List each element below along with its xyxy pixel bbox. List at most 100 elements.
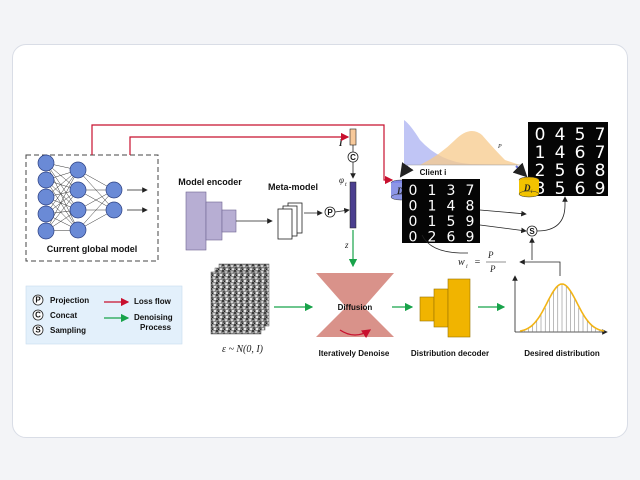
digit-glyph: 1	[535, 143, 546, 163]
legend-loss-flow: Loss flow	[134, 297, 172, 306]
svg-text:P: P	[489, 264, 496, 274]
digit-glyph: 4	[447, 199, 456, 215]
digit-glyph: 9	[466, 230, 475, 246]
digit-glyph: 5	[575, 125, 586, 145]
client-label: Client i	[420, 168, 447, 177]
desired-dataset-icon: D	[523, 183, 531, 193]
denoising-flow	[274, 230, 506, 312]
svg-text:P: P	[487, 250, 494, 260]
input-token	[349, 128, 357, 146]
diagram-card	[12, 44, 628, 438]
nn-node	[69, 201, 87, 219]
legend-symbol	[32, 309, 44, 321]
digit-glyph: 6	[575, 161, 586, 181]
legend-denoising: Denoising	[134, 313, 173, 322]
global-model-label: Current global model	[47, 244, 138, 254]
digit-glyph: 6	[447, 230, 456, 246]
loss-flow	[91, 124, 394, 185]
digit-glyph: 2	[535, 161, 546, 181]
client-distributions: P	[399, 120, 528, 178]
desired-dist-label: Desired distribution	[524, 349, 600, 358]
legend-symbol	[32, 294, 44, 306]
svg-text:t: t	[345, 182, 347, 188]
model-encoder: Model encoder	[178, 177, 273, 251]
client-digits-grid	[402, 179, 480, 243]
nn-node	[105, 181, 123, 199]
svg-text:=: =	[474, 257, 481, 268]
svg-text:P: P	[35, 296, 41, 305]
digit-glyph: 0	[409, 230, 418, 246]
nn-node	[69, 181, 87, 199]
digit-glyph: 6	[575, 179, 586, 199]
digit-glyph: 6	[575, 143, 586, 163]
meta-embedding-bar	[349, 181, 357, 229]
model-encoder-label: Model encoder	[178, 177, 242, 187]
nn-node	[69, 161, 87, 179]
global-model-box: Current global model	[25, 154, 159, 262]
meta-model: Meta-model P	[268, 182, 350, 240]
digit-glyph: 8	[595, 161, 606, 181]
client-dataset-icon: D	[396, 186, 404, 196]
digit-glyph: 7	[595, 125, 606, 145]
digit-glyph: 1	[428, 214, 437, 230]
svg-text:I: I	[338, 138, 343, 148]
digit-glyph: 8	[466, 199, 475, 215]
legend-symbol	[32, 324, 44, 336]
digit-glyph: 7	[595, 143, 606, 163]
nn-node	[37, 171, 55, 189]
digit-glyph: 5	[555, 161, 566, 181]
svg-text:C: C	[350, 153, 356, 162]
bell-curve	[519, 283, 605, 332]
svg-text:P: P	[327, 208, 333, 217]
digit-glyph: 0	[535, 125, 546, 145]
nn-node	[37, 205, 55, 223]
weight-equation: w i = P P	[458, 250, 506, 274]
concat-column: I C φ t z	[338, 128, 359, 250]
legend-process: Process	[140, 323, 172, 332]
digit-glyph: 1	[428, 183, 437, 199]
digit-glyph: 4	[555, 143, 566, 163]
digit-glyph: 4	[555, 125, 566, 145]
digit-glyph: 3	[447, 183, 456, 199]
noise-equation: ε ~ N(0, I)	[222, 344, 264, 355]
svg-text:φ: φ	[339, 175, 344, 185]
svg-text:z: z	[344, 240, 349, 250]
legend-label: Concat	[50, 311, 77, 320]
digit-glyph: 0	[409, 199, 418, 215]
digit-glyph: 0	[409, 214, 418, 230]
svg-text:P: P	[497, 144, 502, 150]
digit-glyph: 3	[535, 179, 546, 199]
noise-stack: ε ~ N(0, I)	[210, 263, 270, 355]
desired-distribution: Desired distribution	[512, 259, 608, 358]
digit-glyph: 5	[555, 179, 566, 199]
svg-text:C: C	[35, 311, 41, 320]
svg-text:i: i	[531, 190, 533, 195]
diffusion-block: Diffusion Iteratively Denoise	[316, 273, 394, 358]
svg-text:S: S	[529, 227, 535, 236]
nn-node	[105, 201, 123, 219]
nn-node	[37, 188, 55, 206]
digit-glyph: 9	[595, 179, 606, 199]
svg-text:i: i	[466, 264, 468, 270]
svg-text:w: w	[458, 257, 465, 268]
digit-glyph: 7	[466, 183, 475, 199]
digit-glyph: 0	[409, 183, 418, 199]
meta-model-label: Meta-model	[268, 182, 318, 192]
iter-denoise-label: Iteratively Denoise	[319, 349, 390, 358]
svg-text:S: S	[35, 326, 41, 335]
digit-glyph: 9	[466, 214, 475, 230]
nn-node	[69, 221, 87, 239]
digit-glyph: 1	[428, 199, 437, 215]
digit-glyph: 5	[447, 214, 456, 230]
nn-node	[37, 222, 55, 240]
digit-glyph: 2	[428, 230, 437, 246]
distribution-decoder: Distribution decoder	[411, 278, 489, 358]
nn-node	[37, 154, 55, 172]
legend-label: Projection	[50, 296, 89, 305]
legend-label: Sampling	[50, 326, 86, 335]
diffusion-label: Diffusion	[338, 303, 373, 312]
